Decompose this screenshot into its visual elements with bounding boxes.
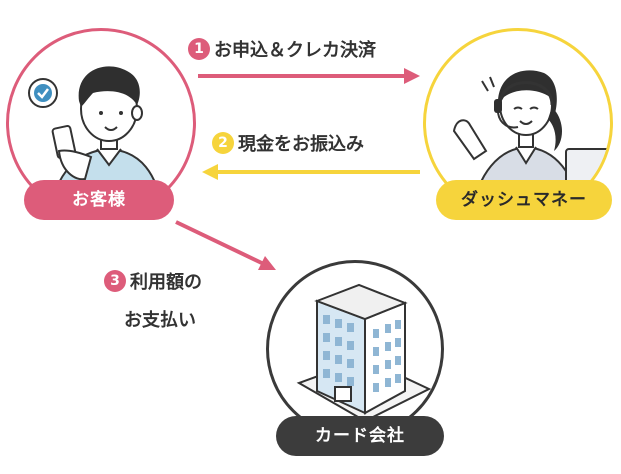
step-1-number: 1 bbox=[188, 38, 210, 60]
step-3-text: 利用額の bbox=[130, 272, 202, 293]
card-company-circle bbox=[266, 260, 444, 438]
step-2-text: 現金をお振込み bbox=[238, 134, 364, 155]
step-3-label-line2: お支払い bbox=[124, 306, 196, 332]
step-3-label: 3 利用額の bbox=[104, 268, 202, 294]
dash-money-label: ダッシュマネー bbox=[436, 180, 612, 220]
step-3-text-line2: お支払い bbox=[124, 310, 196, 331]
arrow-step1 bbox=[198, 68, 420, 84]
arrow-step2 bbox=[202, 164, 420, 180]
step-2-label: 2 現金をお振込み bbox=[212, 130, 364, 156]
step-2-number: 2 bbox=[212, 132, 234, 154]
step-1-text: お申込＆クレカ決済 bbox=[214, 40, 376, 61]
step-3-number: 3 bbox=[104, 270, 126, 292]
building-illustration bbox=[296, 283, 432, 423]
card-company-label: カード会社 bbox=[276, 416, 444, 456]
customer-label: お客様 bbox=[24, 180, 174, 220]
arrow-step3 bbox=[175, 220, 276, 270]
step-1-label: 1 お申込＆クレカ決済 bbox=[188, 36, 376, 62]
